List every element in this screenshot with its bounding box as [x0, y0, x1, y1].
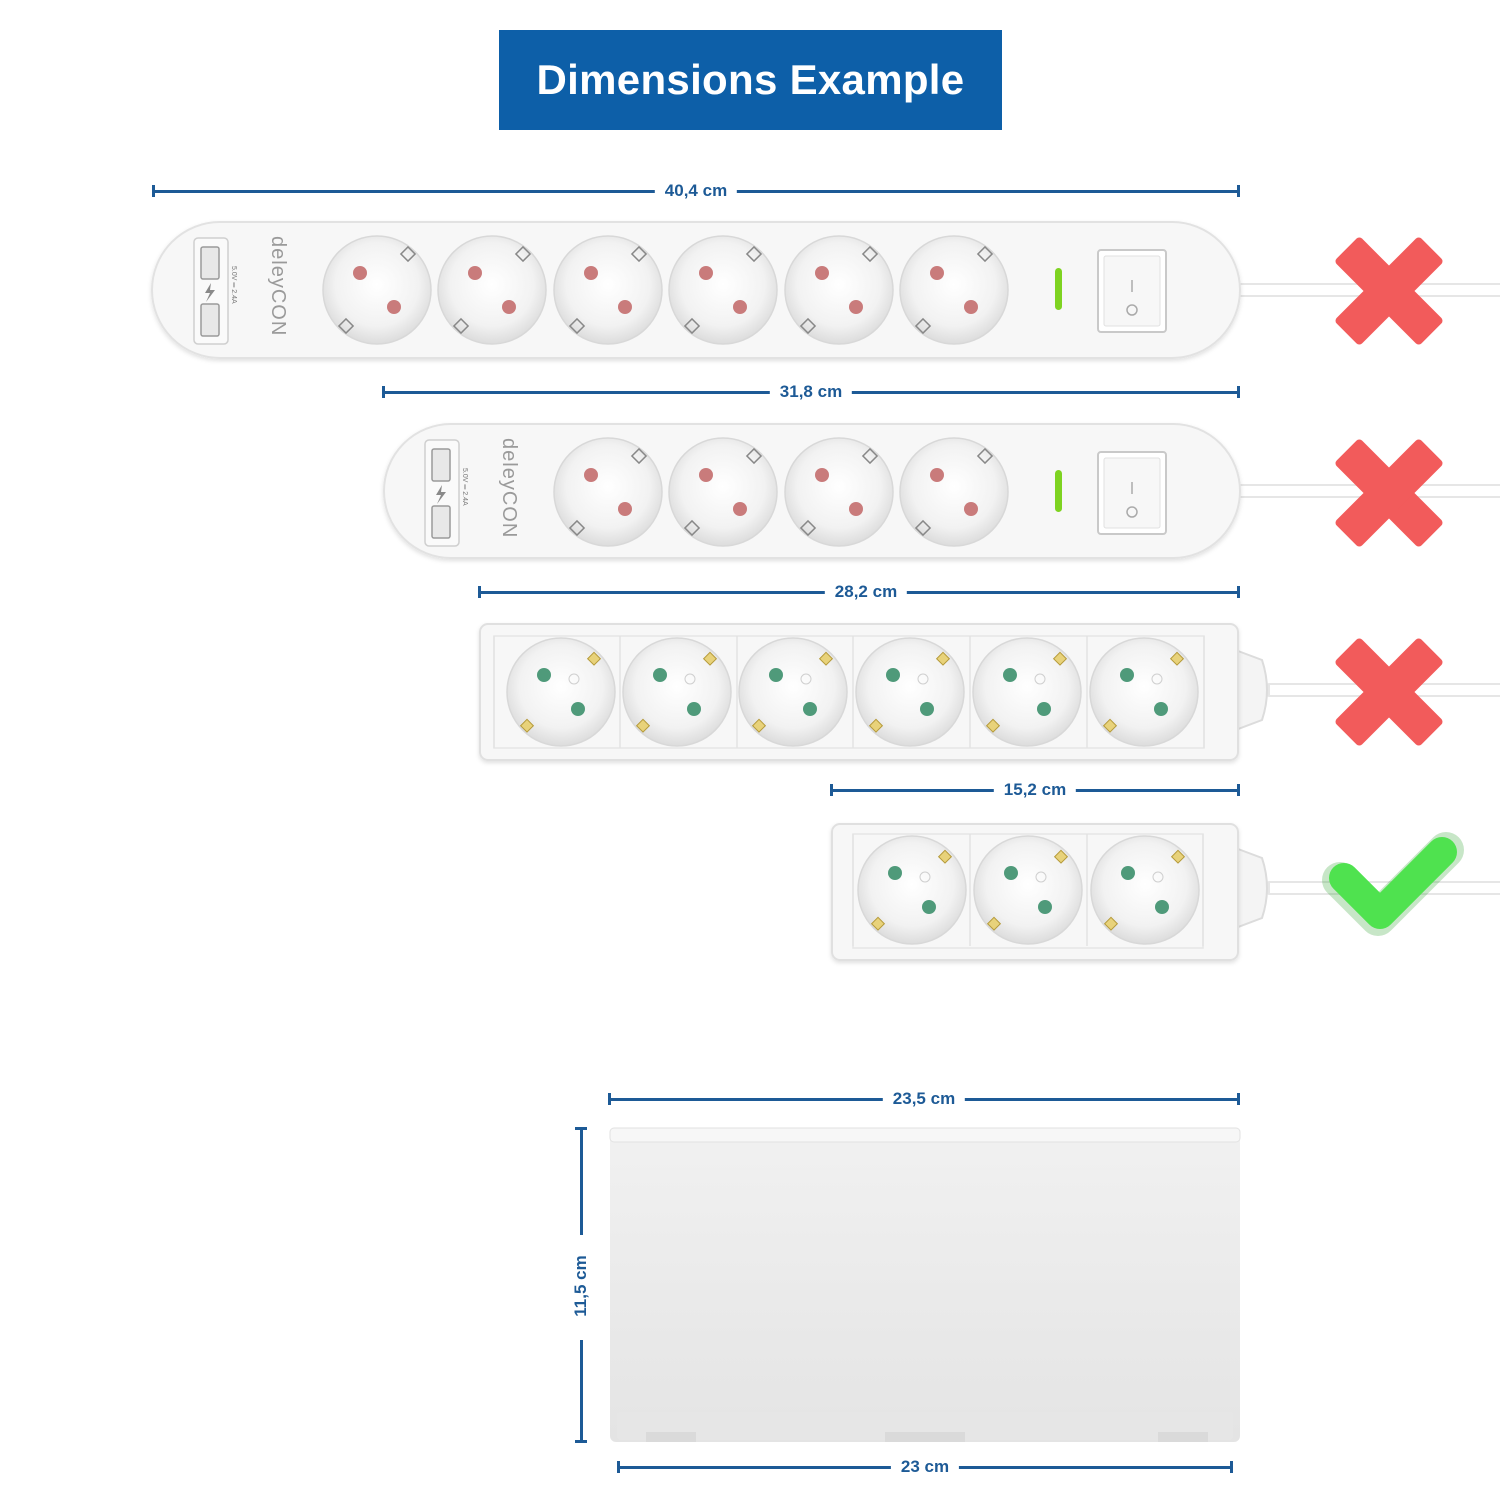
power-strip-4: [831, 823, 1268, 961]
dimension-label: 23,5 cm: [882, 1089, 966, 1109]
dimension-box-top: 23,5 cm: [608, 1089, 1240, 1109]
svg-text:deleyCON: deleyCON: [498, 438, 520, 538]
dimension-box-bottom: 23 cm: [617, 1457, 1233, 1477]
socket-icon: [855, 637, 965, 747]
svg-text:deleyCON: deleyCON: [267, 236, 289, 336]
socket-icon: [738, 637, 848, 747]
dimension-label: 40,4 cm: [654, 181, 738, 201]
socket-icon: [784, 437, 894, 547]
dimension-label: 23 cm: [890, 1457, 960, 1477]
usb-port-icon: [431, 448, 451, 482]
socket-icon: [553, 235, 663, 345]
socket-icon: [322, 235, 432, 345]
power-strip-1: 5.0V ═ 2.4A deleyCON: [151, 221, 1241, 359]
power-strip-2: 5.0V ═ 2.4A deleyCON: [383, 423, 1241, 559]
dimension-label: 31,8 cm: [769, 382, 853, 402]
socket-icon: [784, 235, 894, 345]
lightning-icon: [436, 485, 446, 504]
socket-icon: [899, 235, 1009, 345]
dimension-strip-2: 31,8 cm: [382, 382, 1240, 402]
socket-icon: [972, 637, 1082, 747]
socket-icon: [857, 835, 967, 945]
socket-icon: [1089, 637, 1199, 747]
socket-icon: [668, 235, 778, 345]
dimension-strip-1: 40,4 cm: [152, 181, 1240, 201]
lightning-icon: [205, 283, 215, 302]
check-icon: [1322, 832, 1464, 936]
svg-text:5.0V ═ 2.4A: 5.0V ═ 2.4A: [461, 468, 468, 506]
socket-icon: [506, 637, 616, 747]
cross-icon: [1335, 638, 1443, 746]
title-banner: Dimensions Example: [499, 30, 1002, 130]
dimension-strip-3: 28,2 cm: [478, 582, 1240, 602]
socket-icon: [437, 235, 547, 345]
socket-icon: [1090, 835, 1200, 945]
page-title: Dimensions Example: [536, 56, 965, 103]
cables: [1228, 283, 1500, 895]
socket-icon: [973, 835, 1083, 945]
socket-icon: [668, 437, 778, 547]
dimension-strip-4: 15,2 cm: [830, 780, 1240, 800]
cross-icon: [1335, 439, 1443, 547]
dimension-label: 15,2 cm: [993, 780, 1077, 800]
power-led-icon: [1055, 268, 1062, 310]
power-led-icon: [1055, 470, 1062, 512]
dimension-label: 28,2 cm: [824, 582, 908, 602]
socket-icon: [553, 437, 663, 547]
cable-box: [609, 1127, 1241, 1442]
svg-text:5.0V ═ 2.4A: 5.0V ═ 2.4A: [230, 266, 237, 304]
dimension-box-height: [572, 1127, 592, 1443]
usb-port-icon: [200, 303, 220, 337]
socket-icon: [622, 637, 732, 747]
socket-icon: [899, 437, 1009, 547]
power-strip-3: [479, 623, 1268, 761]
usb-port-icon: [431, 505, 451, 539]
cross-icon: [1335, 237, 1443, 345]
usb-port-icon: [200, 246, 220, 280]
